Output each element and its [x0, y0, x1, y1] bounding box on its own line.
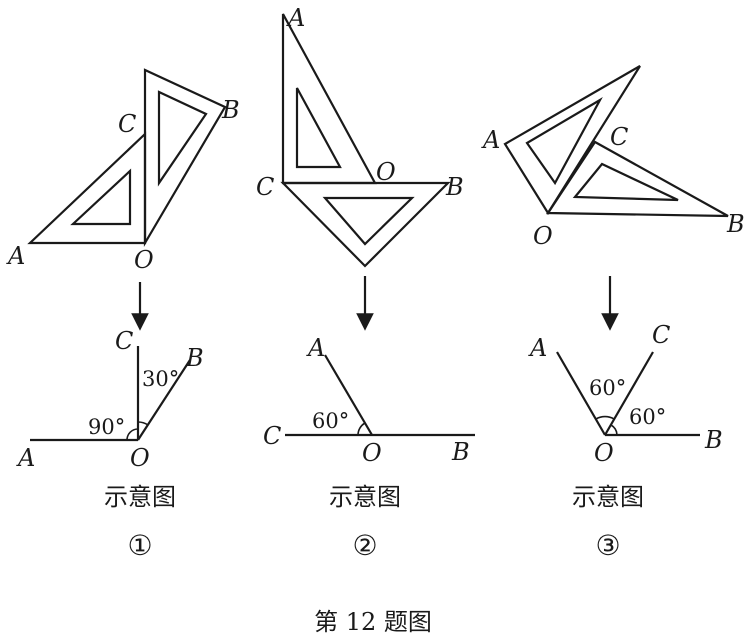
set-square-30-panel-1: [143, 68, 227, 248]
panel-2-schematic: [285, 354, 475, 437]
panel-2-caption: 示意图: [329, 483, 401, 511]
panel-2-top-label-o: O: [376, 158, 396, 186]
panel-2-number: ②: [352, 529, 377, 562]
panel-2-label-a: A: [306, 334, 325, 362]
figure-title: 第 12 题图: [314, 608, 432, 636]
set-square-45-panel-1: [27, 131, 147, 245]
panel-1-schematic: [30, 346, 191, 442]
panel-3-angle-aoc: 60°: [589, 376, 626, 400]
panel-2-top-label-c: C: [256, 173, 274, 201]
panel-2-angle-60: 60°: [312, 409, 349, 433]
panel-1-label-o: O: [130, 444, 150, 472]
panel-1: A B C O A B C O 90° 30° 示意图 ①: [6, 68, 240, 562]
panel-3-label-c: C: [652, 321, 670, 349]
panel-3-label-b: B: [704, 426, 723, 454]
panel-3: A B C O A B C O 60° 60° 示意图 ③: [481, 65, 745, 562]
angle-arc-90-panel-1: [126, 428, 139, 441]
panel-3-top-label-a: A: [481, 126, 500, 154]
set-square-30b-panel-3: [545, 140, 729, 218]
angle-arc-60-panel-2: [357, 422, 366, 436]
ray-oa-panel-3: [556, 351, 606, 436]
angle-arc-30-panel-1: [137, 421, 149, 426]
panel-2-label-o: O: [362, 439, 382, 467]
panel-1-label-a: A: [16, 444, 35, 472]
panel-3-caption: 示意图: [572, 483, 644, 511]
set-square-30-panel-2: [281, 13, 377, 185]
panel-2-top-label-b: B: [445, 173, 464, 201]
ray-oc-panel-3: [604, 351, 654, 436]
panel-1-label-c: C: [115, 327, 133, 355]
panel-2: A B C O A B C O 60° 示意图 ②: [256, 4, 475, 562]
panel-2-top-label-a: A: [286, 4, 305, 32]
ray-oa-panel-2: [324, 354, 373, 436]
panel-2-label-b: B: [451, 438, 470, 466]
panel-1-top-label-o: O: [134, 246, 154, 274]
panel-1-top-label-b: B: [221, 96, 240, 124]
panel-3-schematic: [556, 351, 700, 437]
panel-3-label-a: A: [528, 334, 547, 362]
angle-arc-cob-panel-3: [610, 424, 618, 436]
panel-1-angle-90: 90°: [88, 415, 125, 439]
panel-1-number: ①: [127, 529, 152, 562]
panel-3-top-label-b: B: [726, 210, 745, 238]
panel-2-label-c: C: [263, 422, 281, 450]
panel-3-top-label-c: C: [610, 123, 628, 151]
panel-1-caption: 示意图: [104, 483, 176, 511]
set-square-45-panel-2: [280, 181, 451, 268]
angle-arc-aoc-panel-3: [595, 415, 615, 420]
panel-1-angle-30: 30°: [142, 367, 179, 391]
panel-3-label-o: O: [594, 439, 614, 467]
set-square-30-panel-3: [503, 65, 641, 216]
panel-1-top-label-a: A: [6, 242, 25, 270]
panel-1-label-b: B: [185, 344, 204, 372]
panel-3-top-label-o: O: [533, 222, 553, 250]
panel-3-angle-cob: 60°: [629, 405, 666, 429]
ray-ob-panel-1: [137, 359, 191, 441]
panel-3-number: ③: [595, 529, 620, 562]
panel-1-top-label-c: C: [118, 110, 136, 138]
